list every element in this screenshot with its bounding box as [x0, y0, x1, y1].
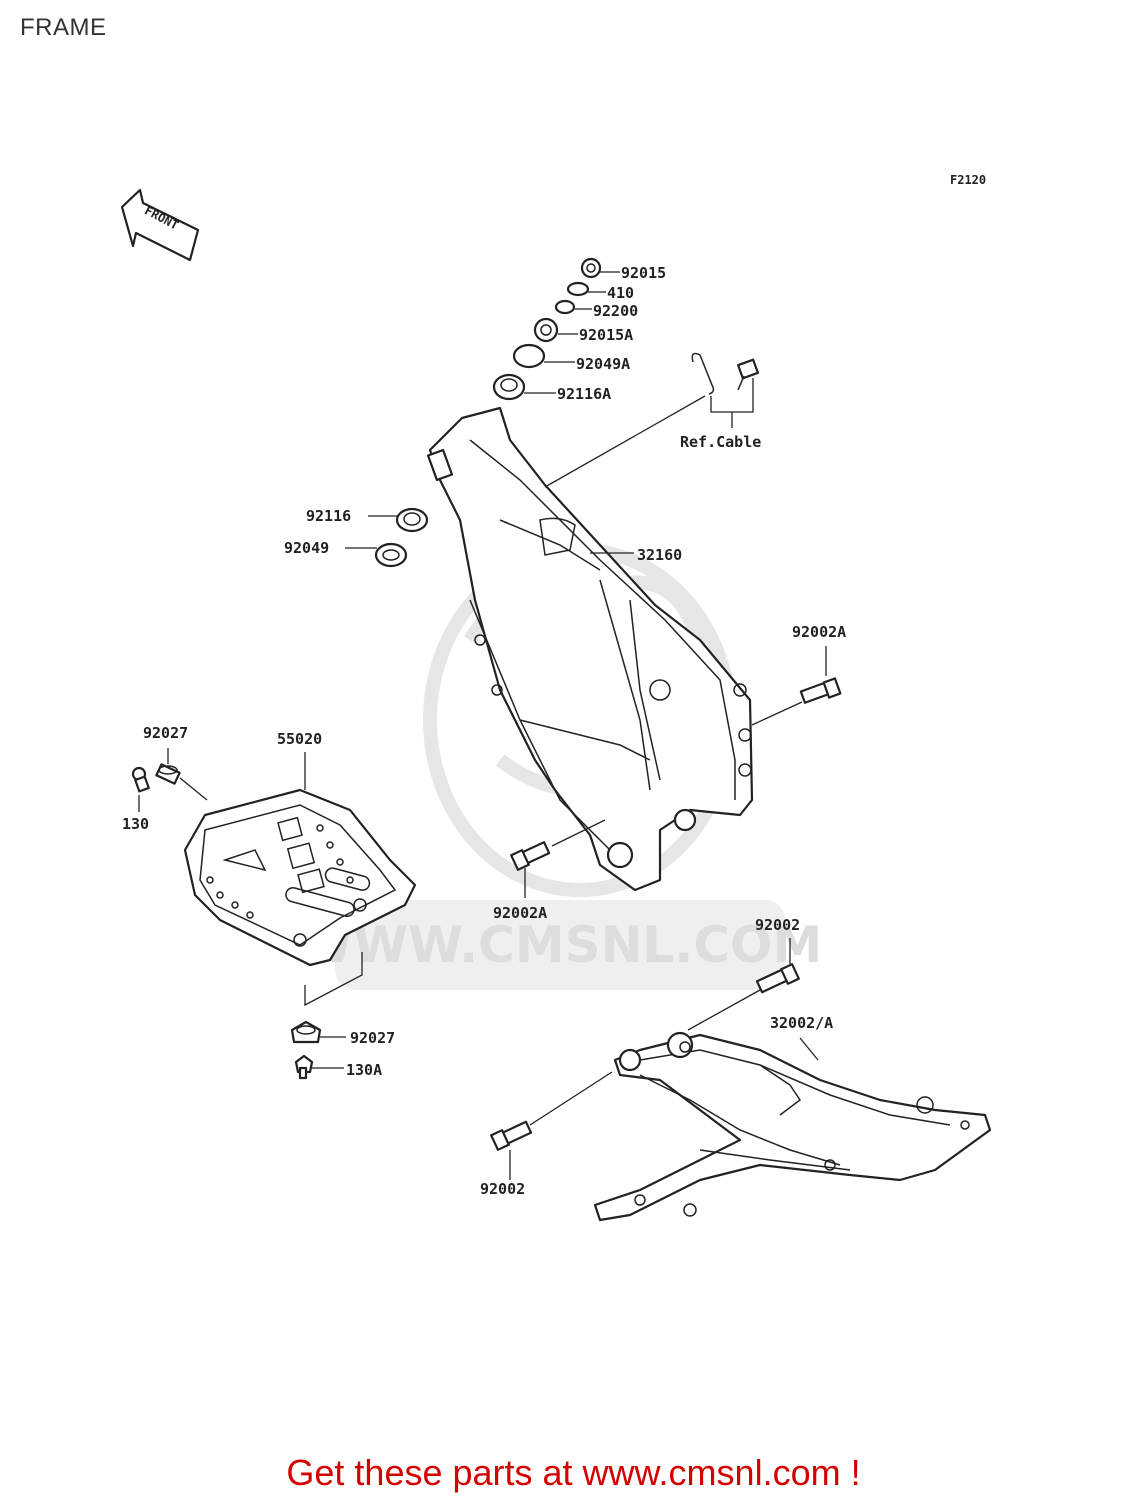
part-label: 55020: [277, 730, 322, 748]
part-label: 410: [607, 284, 634, 302]
page-title: FRAME: [20, 14, 107, 41]
leader-lines: [138, 271, 827, 1180]
part-label: 92027: [143, 724, 188, 742]
promo-link[interactable]: Get these parts at www.cmsnl.com !: [286, 1452, 861, 1493]
lower-bearings: [374, 507, 429, 568]
watermark-text: WWW.CMSNL.COM: [298, 916, 823, 974]
part-label: 32160: [637, 546, 682, 564]
part-label: 92002A: [493, 904, 547, 922]
part-label: 92049: [284, 539, 329, 557]
bolt-92002-lower: [490, 1120, 533, 1151]
collar-and-bolt-left: [131, 763, 181, 793]
part-label: 92002: [480, 1180, 525, 1198]
part-label: 92116A: [557, 385, 611, 403]
part-label: 92002: [755, 916, 800, 934]
bolt-92002a-right: [799, 677, 842, 704]
skid-plate: [183, 788, 417, 967]
part-label: 92015A: [579, 326, 633, 344]
collar-and-bolt-bottom: [290, 1020, 322, 1080]
part-label: 92027: [350, 1029, 395, 1047]
part-label: 92116: [306, 507, 351, 525]
cable-clip: [691, 352, 760, 428]
steering-stack: [492, 257, 602, 401]
main-frame: [426, 406, 754, 892]
bolt-92002-upper: [755, 963, 800, 994]
part-label: 32002/A: [770, 1014, 833, 1032]
part-labels: 92015 410 92200 92015A 92049A 92116A Ref…: [122, 264, 846, 1198]
part-label: 92015: [621, 264, 666, 282]
part-label: Ref.Cable: [680, 433, 761, 451]
part-label: 92200: [593, 302, 638, 320]
sub-frame: [593, 1031, 992, 1222]
part-label: 92002A: [792, 623, 846, 641]
part-label: 92049A: [576, 355, 630, 373]
front-arrow-icon: FRONT: [120, 188, 200, 262]
diagram-code: F2120: [950, 173, 986, 187]
part-label: 130A: [346, 1061, 382, 1079]
bolt-92002a-lower: [510, 841, 551, 871]
part-label: 130: [122, 815, 149, 833]
